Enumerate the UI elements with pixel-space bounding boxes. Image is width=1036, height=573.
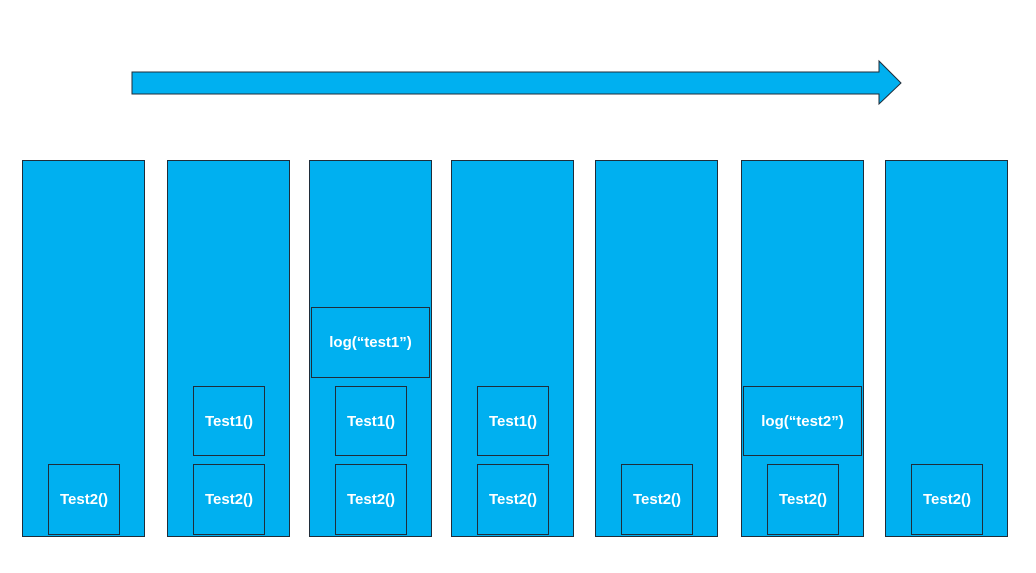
stack-frame-test1: Test1() <box>335 386 407 456</box>
stack-frame-test2: Test2() <box>621 464 693 535</box>
stack-frame-test2: Test2() <box>193 464 265 535</box>
stack-frame-test2: Test2() <box>911 464 983 535</box>
stack-frame-test2: Test2() <box>48 464 120 535</box>
stack-frame-test2: Test2() <box>335 464 407 535</box>
stack-frame-log-test1: log(“test1”) <box>311 307 430 378</box>
stack-frame-test1: Test1() <box>193 386 265 456</box>
stack-frame-log-test2: log(“test2”) <box>743 386 862 456</box>
stack-frame-test2: Test2() <box>767 464 839 535</box>
stack-frame-test1: Test1() <box>477 386 549 456</box>
stack-frame-test2: Test2() <box>477 464 549 535</box>
